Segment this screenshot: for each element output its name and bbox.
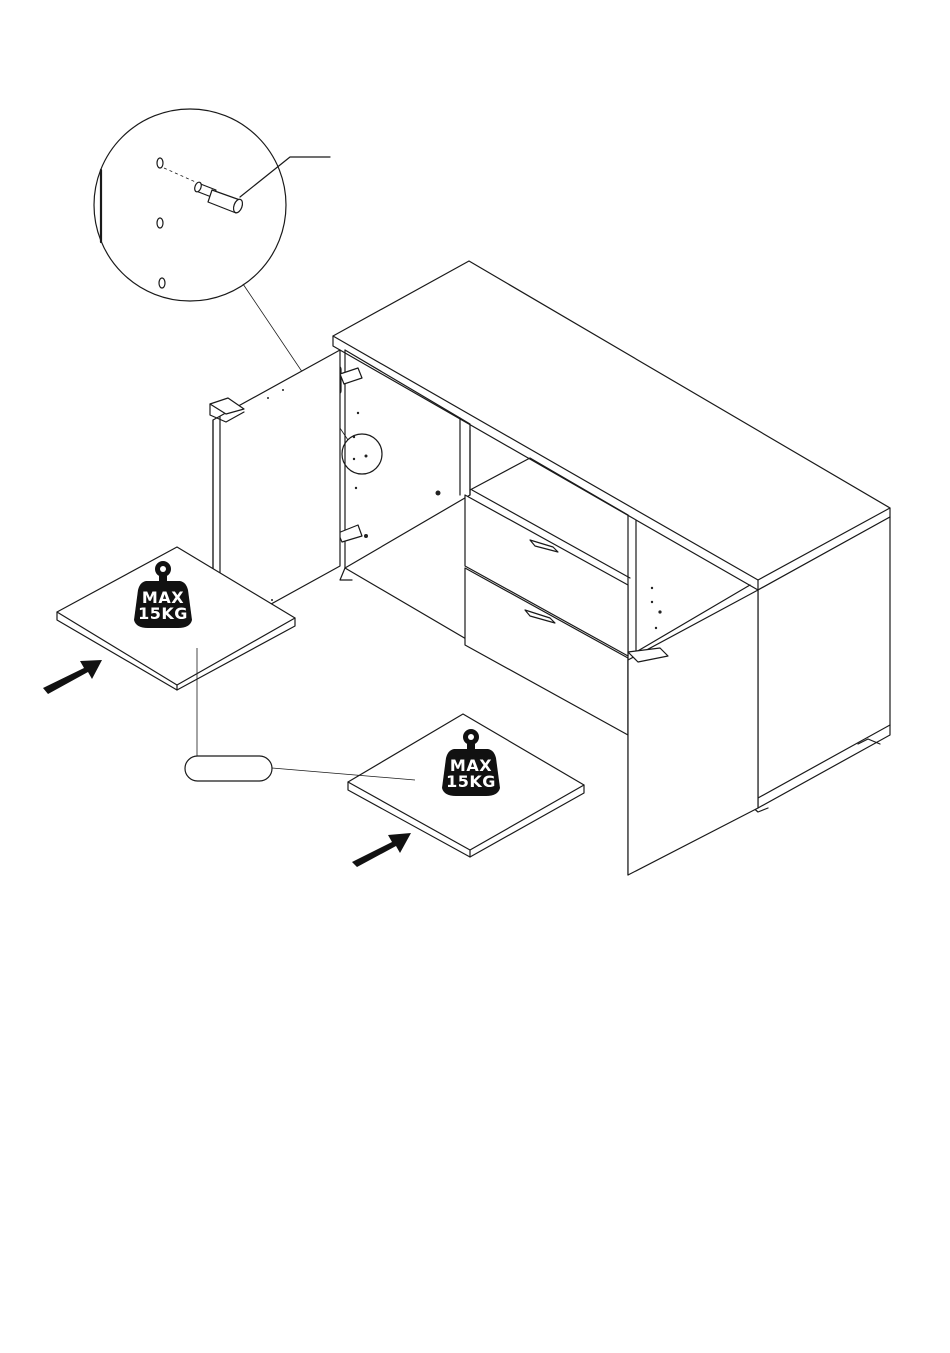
weight-badge-line2: 15KG (138, 604, 188, 623)
cabinet-top-panel (333, 261, 890, 580)
insert-arrow-right-icon (352, 833, 411, 867)
insert-arrow-left-icon (43, 660, 102, 694)
detail-target-circle (342, 434, 382, 474)
part-callout (185, 648, 415, 781)
weight-badge-line2: 15KG (446, 772, 496, 791)
shelf-support-pin-icon (193, 181, 244, 214)
part-label-bubble (185, 756, 272, 781)
cabinet-right-door (628, 590, 758, 875)
